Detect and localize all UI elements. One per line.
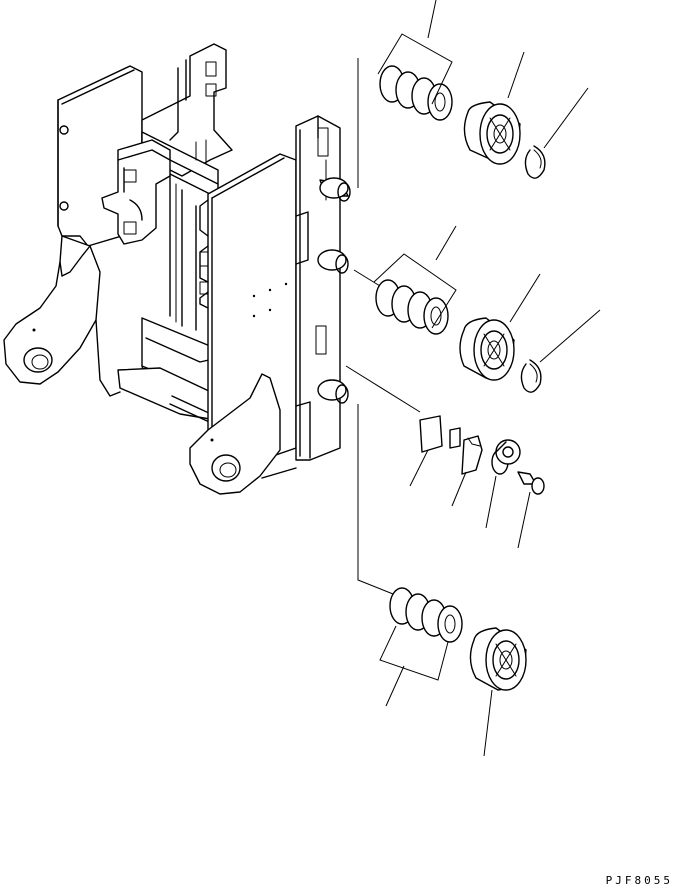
roller-pin-lower (317, 379, 349, 404)
shim-stack-middle (373, 225, 457, 335)
mast-channel (295, 115, 341, 461)
shim-stack-lower (379, 587, 463, 707)
shim-stack-upper (377, 0, 453, 121)
roller-middle (459, 273, 541, 381)
eccentric-bushing (485, 439, 521, 529)
adjuster-washer (449, 427, 461, 449)
adjuster-plate-2 (451, 435, 483, 507)
snap-ring-middle (520, 309, 601, 393)
center-line-middle (353, 269, 381, 287)
right-side-plate (189, 153, 297, 495)
center-line-lower (357, 404, 399, 597)
adjuster-bolt (517, 471, 545, 549)
left-side-plate (3, 65, 143, 397)
roller-upper (463, 51, 525, 165)
drawing-code-label: PJF8055 (605, 874, 673, 887)
roller-pin-middle (317, 249, 349, 274)
snap-ring-upper (524, 87, 589, 179)
carriage-frame (101, 43, 263, 427)
roller-pin-upper (319, 177, 351, 202)
roller-lower (469, 627, 527, 757)
center-line-adjuster (345, 365, 421, 413)
adjuster-plate-1 (409, 415, 443, 487)
